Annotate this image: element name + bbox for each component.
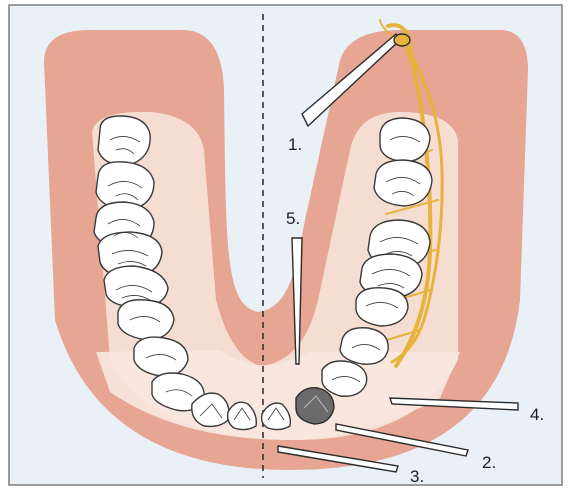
- tooth-icon: [374, 160, 432, 206]
- tooth-icon: [118, 300, 174, 340]
- needle-label-2: 2.: [482, 454, 496, 471]
- tooth-icon: [356, 288, 408, 326]
- needle-label-3: 3.: [410, 468, 424, 485]
- tooth-icon: [98, 116, 150, 165]
- treated-tooth-icon: [296, 388, 334, 424]
- needle-label-1: 1.: [288, 136, 302, 153]
- tooth-icon: [192, 393, 229, 426]
- needle-label-5: 5.: [286, 210, 300, 227]
- tooth-icon: [340, 328, 388, 364]
- tooth-icon: [322, 361, 367, 396]
- needle-label-4: 4.: [530, 406, 544, 423]
- needle-1-hub: [394, 34, 410, 46]
- tooth-icon: [134, 337, 188, 376]
- tooth-icon: [380, 118, 430, 162]
